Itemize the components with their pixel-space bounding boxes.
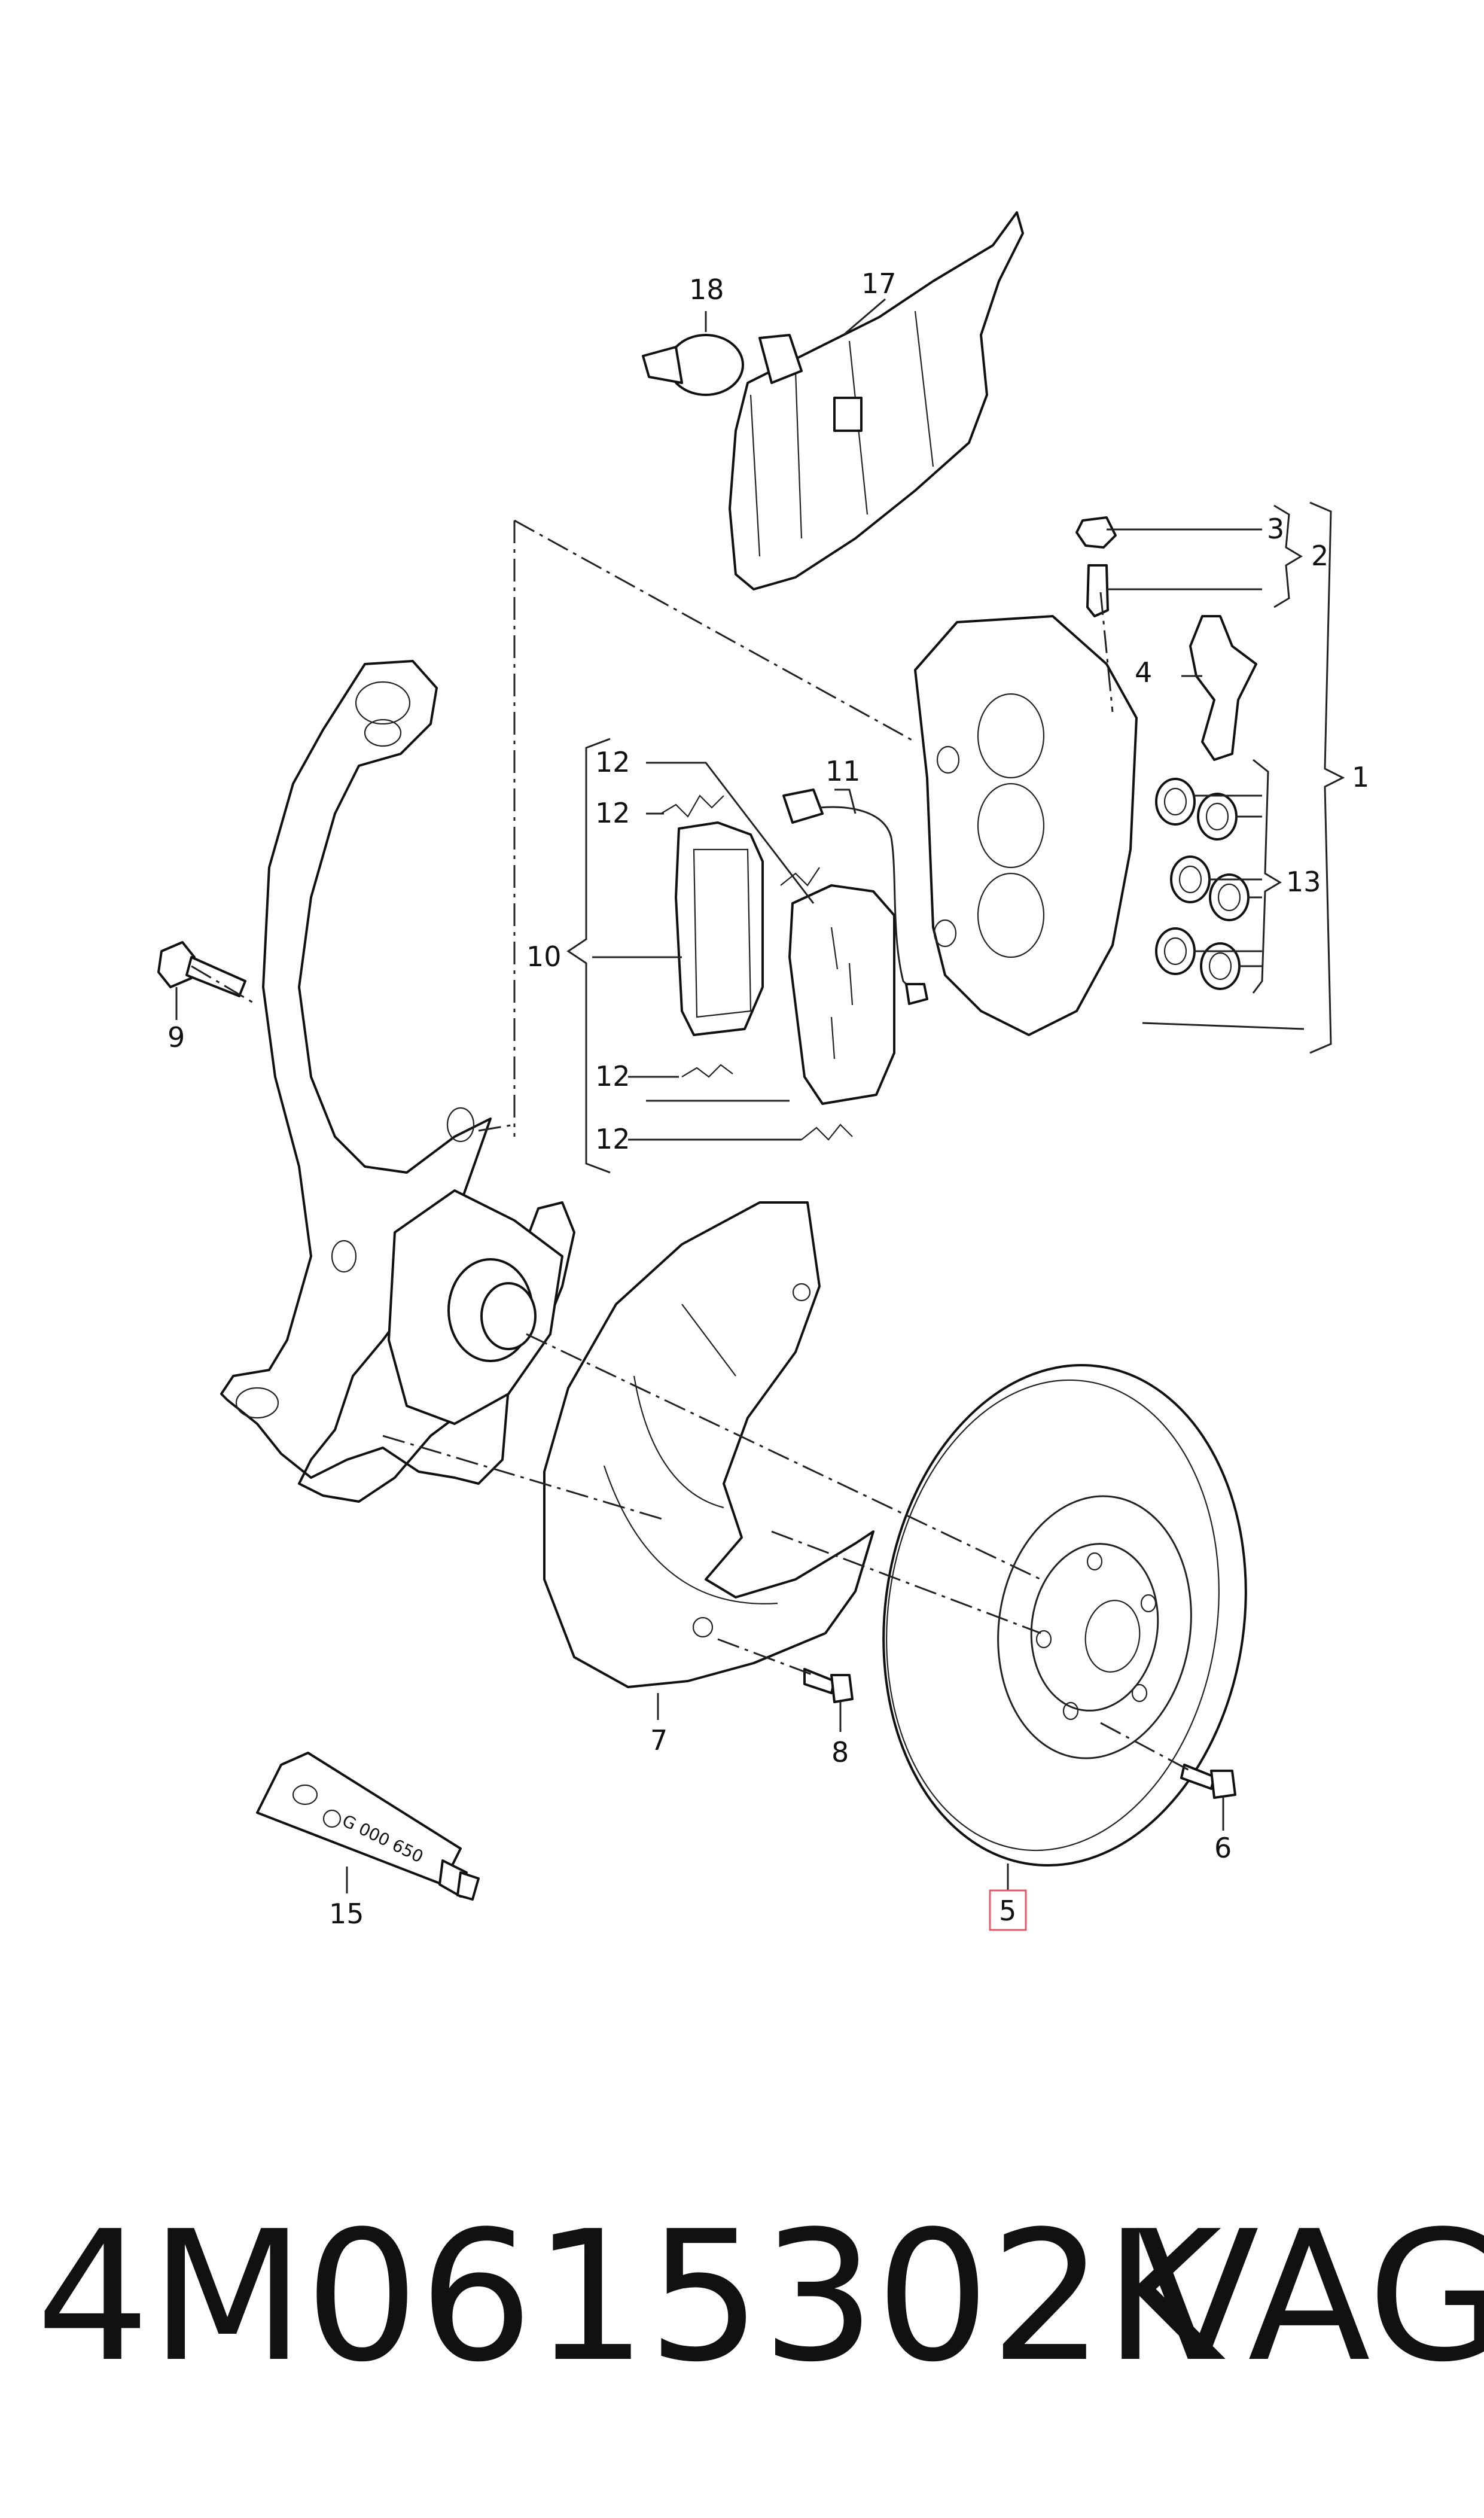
brand-name: VAG <box>1136 2193 1484 2401</box>
part-10-brake-pads <box>675 821 895 1105</box>
part-13-seal-kit <box>1155 778 1250 990</box>
part-15-grease-tube: G 000 650 <box>256 1752 480 1901</box>
callout-17: 17 <box>861 267 897 300</box>
part-17-shield <box>729 211 1024 590</box>
callout-18: 18 <box>689 273 724 306</box>
part-5-brake-disc <box>882 1363 1247 1867</box>
assembly-lines <box>191 519 1191 1772</box>
callout-12b: 12 <box>595 797 630 829</box>
part-3-bleeder-cap <box>1075 516 1117 549</box>
callout-9: 9 <box>167 1021 185 1054</box>
part-4-spring <box>1189 615 1257 761</box>
callout-12a: 12 <box>595 746 630 778</box>
callout-4: 4 <box>1135 656 1152 689</box>
part-2-bleeder-screw <box>1086 564 1109 617</box>
callout-12d: 12 <box>595 1123 630 1155</box>
callouts: 18 17 3 2 4 1 13 11 12 12 10 12 12 9 7 8… <box>167 267 1369 1931</box>
part-1-brake-caliper <box>914 615 1138 1036</box>
callout-6: 6 <box>1214 1832 1232 1864</box>
part-12-clips <box>660 794 853 1141</box>
callout-13: 13 <box>1286 866 1321 898</box>
callout-15: 15 <box>329 1898 364 1930</box>
wheel-hub <box>388 1189 563 1425</box>
callout-5-highlight <box>989 1889 1027 1931</box>
callout-12c: 12 <box>595 1060 630 1092</box>
part-8-screw <box>803 1668 854 1703</box>
callout-10: 10 <box>526 940 562 973</box>
callout-7: 7 <box>650 1724 668 1756</box>
callout-11: 11 <box>825 755 861 787</box>
callout-3: 3 <box>1267 513 1284 545</box>
callout-5: 5 <box>999 1895 1016 1927</box>
callout-8: 8 <box>831 1736 849 1768</box>
part-6-screw <box>1180 1764 1236 1799</box>
part-number: 4M0615302K <box>36 2193 1222 2401</box>
callout-2: 2 <box>1311 540 1328 572</box>
part-18-cable-tie <box>642 334 744 396</box>
callout-1: 1 <box>1352 761 1369 793</box>
part-7-splash-plate <box>543 1201 874 1688</box>
part-9-bolt <box>157 941 246 997</box>
leader-lines <box>175 298 1345 1893</box>
